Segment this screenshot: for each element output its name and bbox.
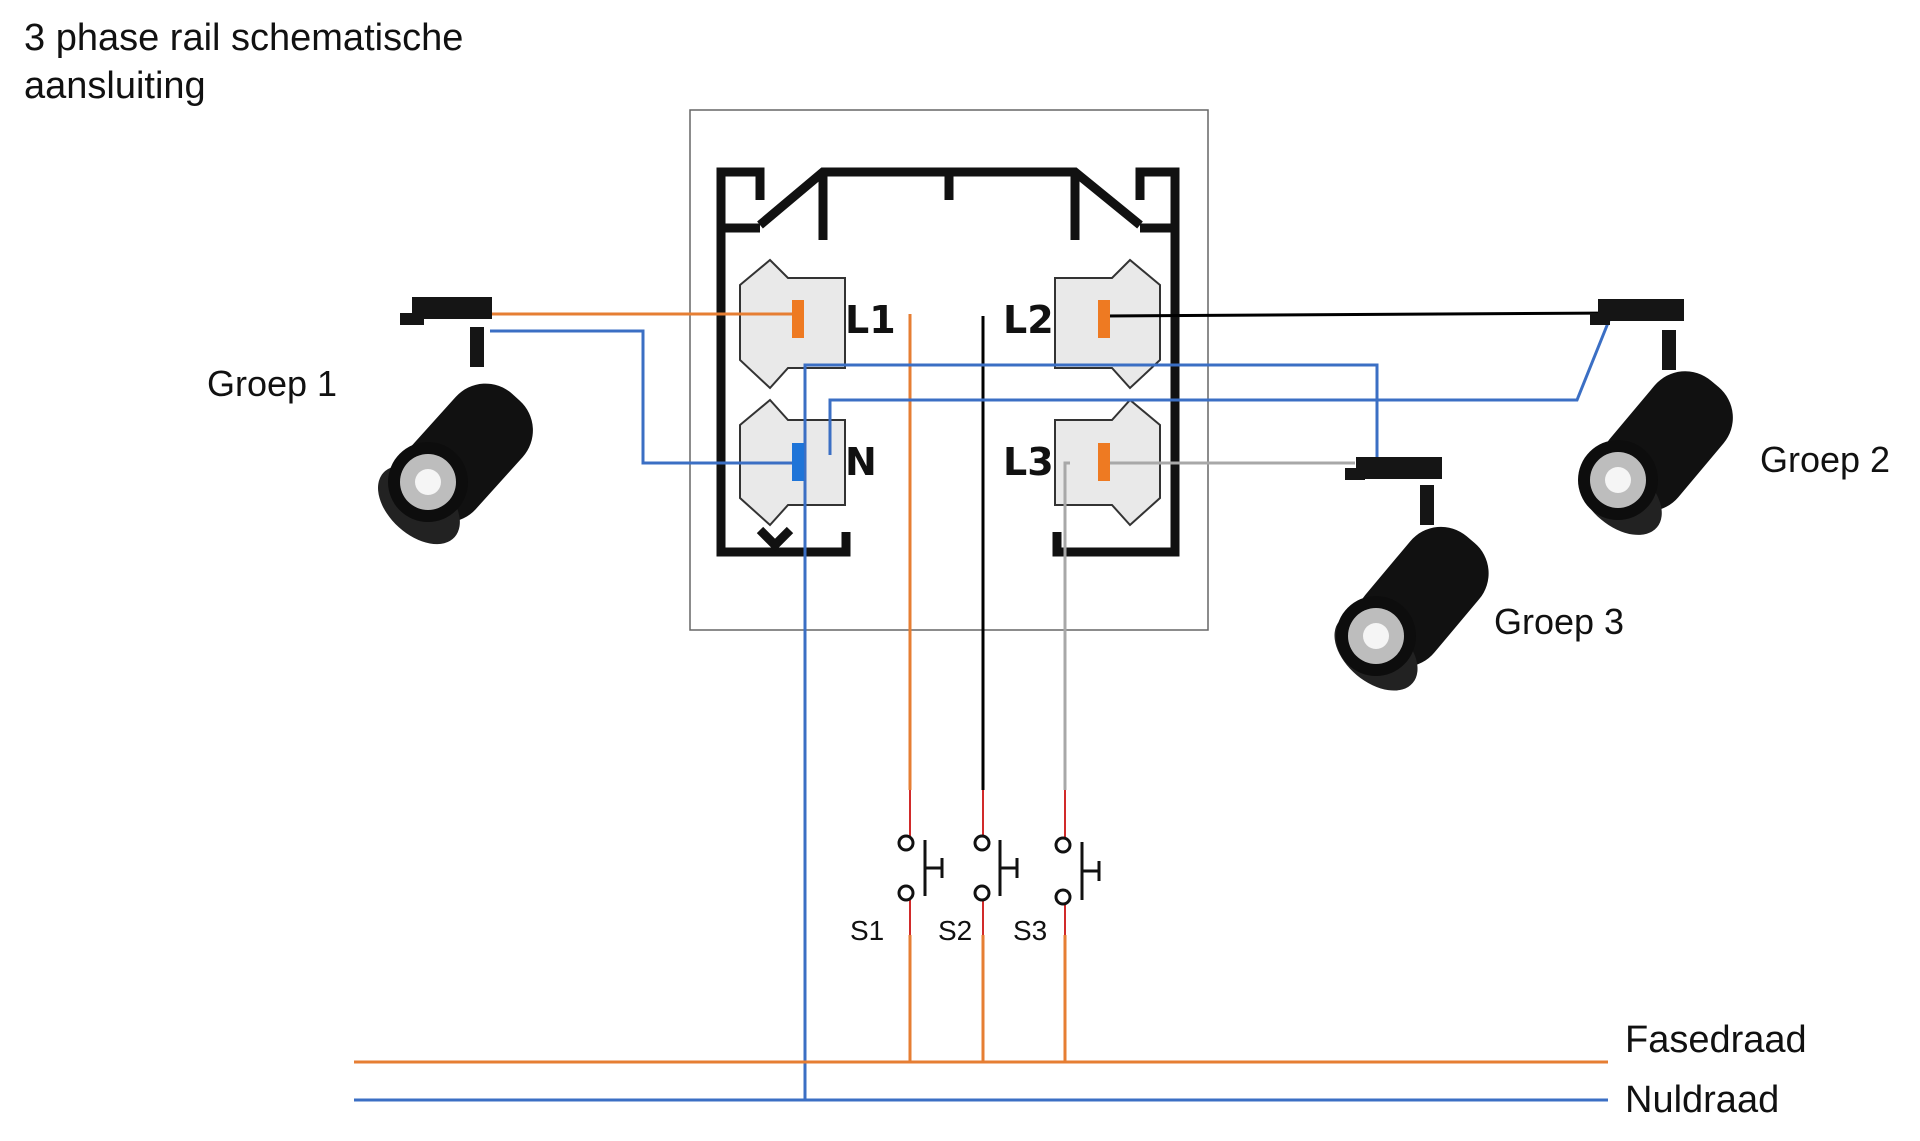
legend-nuldraad: Nuldraad [1625,1079,1779,1121]
label-switch-s2: S2 [938,915,972,946]
terminal-n-block [792,443,804,481]
terminal-label-l1: L1 [845,298,896,342]
terminal-l1-block [792,300,804,338]
label-groep-1: Groep 1 [207,363,337,404]
switch-leads [909,790,1066,935]
terminal-label-l2: L2 [1003,298,1054,342]
switch-s1 [897,834,944,902]
track-spotlight-icon [378,297,1733,691]
push-switch-icon [897,834,1101,906]
spotlight-groep-2 [1578,299,1733,535]
terminal-label-l3: L3 [1003,440,1054,484]
terminal-label-n: N [845,440,877,484]
label-switch-s1: S1 [850,915,884,946]
rail-section-frame [689,109,1209,631]
label-groep-2: Groep 2 [1760,439,1890,480]
terminal-l3-block [1098,443,1110,481]
label-switch-s3: S3 [1013,915,1047,946]
terminal-l2-block [1098,300,1110,338]
switch-s3 [1054,836,1101,906]
spotlight-groep-1 [378,297,533,545]
wire-n-groep2 [828,317,1612,455]
label-groep-3: Groep 3 [1494,601,1624,642]
right-connector-housings [1054,258,1161,527]
left-connector-housings [739,258,846,527]
spotlight-groep-3 [1334,457,1489,691]
wires [490,311,1621,1100]
wire-l2-to-groep2 [1104,311,1621,318]
track-rail-profile [716,167,1180,557]
diagram-title: 3 phase rail schematische aansluiting [24,17,464,107]
legend-fasedraad: Fasedraad [1625,1019,1807,1061]
wire-n-groep1 [490,329,795,465]
switch-s2 [973,834,1019,902]
wire-n-groep3 [803,363,1379,1100]
wire-l3-down [1063,461,1070,790]
